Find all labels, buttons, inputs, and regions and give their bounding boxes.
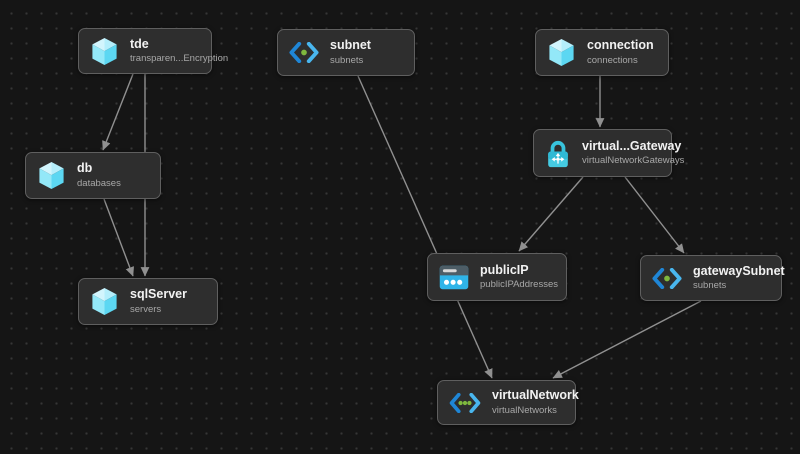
- edge-gatewaysubnet-virtualnetwork: [552, 300, 702, 379]
- node-virtualnetwork[interactable]: virtualNetwork virtualNetworks: [437, 380, 579, 425]
- gateway-lock-icon: [545, 139, 571, 168]
- edge-tde-db: [102, 73, 134, 151]
- node-gatewaysubnet[interactable]: gatewaySubnet subnets: [640, 255, 785, 301]
- node-connection[interactable]: connection connections: [535, 29, 669, 76]
- node-subtitle: virtualNetworkGateways: [582, 155, 685, 167]
- node-title: virtualNetwork: [492, 388, 579, 403]
- edge-gateway-gatewaysubnet: [624, 176, 685, 254]
- edge-gateway-publicip: [518, 176, 584, 252]
- node-title: db: [77, 161, 93, 176]
- node-title: virtual...Gateway: [582, 138, 682, 153]
- node-title: gatewaySubnet: [693, 263, 785, 278]
- node-subtitle: publicIPAddresses: [480, 279, 558, 291]
- node-title: connection: [587, 38, 654, 53]
- node-subtitle: connections: [587, 54, 638, 66]
- node-publicip[interactable]: publicIP publicIPAddresses: [427, 253, 567, 301]
- node-subtitle: subnets: [693, 280, 727, 292]
- node-subtitle: transparen...Encryption: [130, 53, 229, 65]
- node-sqlserver[interactable]: sqlServer servers: [78, 278, 218, 325]
- edge-subnet-virtualnetwork: [357, 75, 493, 379]
- node-subtitle: servers: [130, 303, 162, 315]
- node-title: publicIP: [480, 262, 529, 277]
- node-db[interactable]: db databases: [25, 152, 161, 199]
- edge-db-sqlserver: [103, 198, 134, 277]
- subnet-icon: [289, 42, 319, 63]
- node-subtitle: subnets: [330, 54, 364, 66]
- public-ip-icon: [439, 264, 469, 291]
- virtual-network-icon: [449, 393, 481, 413]
- node-title: subnet: [330, 38, 371, 53]
- cube-icon: [547, 38, 576, 67]
- subnet-icon: [652, 268, 682, 289]
- node-subtitle: databases: [77, 177, 121, 189]
- node-title: sqlServer: [130, 287, 187, 302]
- cube-icon: [90, 37, 119, 66]
- node-subtitle: virtualNetworks: [492, 404, 557, 416]
- cube-icon: [90, 287, 119, 316]
- cube-icon: [37, 161, 66, 190]
- node-tde[interactable]: tde transparen...Encryption: [78, 28, 229, 74]
- node-subnet[interactable]: subnet subnets: [277, 29, 415, 76]
- node-virtual-network-gateway[interactable]: virtual...Gateway virtualNetworkGateways: [533, 129, 685, 177]
- node-title: tde: [130, 36, 149, 51]
